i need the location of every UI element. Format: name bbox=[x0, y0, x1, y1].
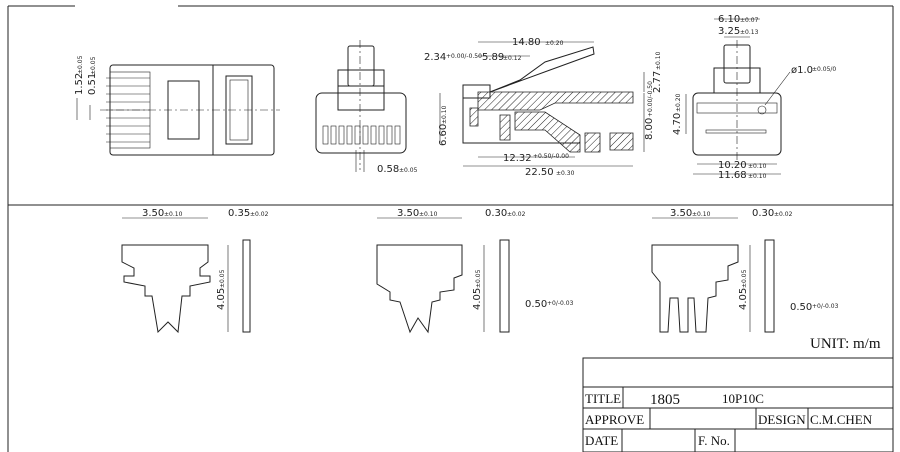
title-value: 1805 bbox=[650, 392, 680, 408]
contact-1-width: 3.50 bbox=[142, 208, 164, 219]
title-block: TITLE 1805 10P10C APPROVE DESIGN C.M.CHE… bbox=[582, 357, 894, 452]
contact-3-thick-tol: ±0.02 bbox=[774, 211, 793, 218]
dim-latch-inner-tol: ±0.13 bbox=[740, 29, 759, 36]
dim-height: 6.60 bbox=[438, 124, 449, 146]
contact-3-tip-tol: +0/-0.03 bbox=[812, 303, 839, 310]
contact-3-height-tol: ±0.05 bbox=[741, 269, 748, 288]
dim-hole-tol: ±0.05/0 bbox=[812, 66, 836, 73]
approve-label: APPROVE bbox=[585, 412, 644, 427]
contact-3-thick: 0.30 bbox=[752, 208, 774, 219]
design-label: DESIGN bbox=[758, 412, 806, 427]
dim-inner-w-tol: ±0.10 bbox=[748, 163, 767, 170]
dim-blade-tol: ±0.05 bbox=[90, 56, 97, 75]
dim-inner-tol: +0.50/-0.00 bbox=[533, 153, 569, 160]
dim-length-latch-tol: ±0.20 bbox=[545, 40, 564, 47]
dim-height-tol: ±0.10 bbox=[441, 105, 448, 124]
design-value: C.M.CHEN bbox=[810, 412, 873, 427]
rear-view: 6.10 ±0.07 3.25 ±0.13 ø1.0 ±0.05/0 4.70 … bbox=[672, 14, 836, 181]
unit-label: UNIT: m/m bbox=[810, 336, 881, 352]
dim-total-height-tol: +0.00/-0.50 bbox=[647, 81, 654, 117]
front-view: 1.52 ±0.05 0.51 ±0.05 bbox=[74, 55, 280, 156]
contact-1: 3.50 ±0.10 0.35 ±0.02 4.05 ±0.05 bbox=[121, 208, 269, 334]
dim-latch-inner: 3.25 bbox=[718, 26, 740, 37]
dim-total-tol: ±0.30 bbox=[556, 170, 575, 177]
dim-gap: 0.58 bbox=[377, 164, 399, 175]
contact-3-width: 3.50 bbox=[670, 208, 692, 219]
contact-1-thick-tol: ±0.02 bbox=[250, 211, 269, 218]
dim-h-tol: ±0.20 bbox=[675, 93, 682, 112]
dim-gap-tol: ±0.05 bbox=[399, 167, 418, 174]
dim-latch-w-tol: ±0.07 bbox=[740, 17, 759, 24]
contact-2-tip-tol: +0/-0.03 bbox=[547, 300, 574, 307]
dim-latch-height: 2.77 bbox=[652, 71, 663, 93]
contact-1-thick: 0.35 bbox=[228, 208, 250, 219]
contact-3-height: 4.05 bbox=[738, 288, 749, 310]
dim-outer-w: 11.68 bbox=[718, 170, 747, 181]
contact-2-thick: 0.30 bbox=[485, 208, 507, 219]
dim-pitch: 1.52 bbox=[74, 73, 85, 95]
dim-hole: ø1.0 bbox=[791, 65, 813, 76]
contact-2-height-tol: ±0.05 bbox=[475, 269, 482, 288]
date-label: DATE bbox=[585, 433, 618, 448]
contact-2-height: 4.05 bbox=[472, 288, 483, 310]
dim-inner: 12.32 bbox=[503, 153, 532, 164]
dim-latch: 2.34 bbox=[424, 52, 446, 63]
dim-inner-w: 10.20 bbox=[718, 160, 747, 171]
contact-1-height-tol: ±0.05 bbox=[219, 269, 226, 288]
side-view: 2.34 +0.00/-0.50 14.80 ±0.20 5.89 ±0.12 … bbox=[424, 37, 663, 178]
dim-latch-w: 6.10 bbox=[718, 14, 740, 25]
dim-latch-tol: +0.00/-0.50 bbox=[446, 53, 482, 60]
dim-h: 4.70 bbox=[672, 113, 683, 135]
dim-total: 22.50 bbox=[525, 167, 554, 178]
contact-2-thick-tol: ±0.02 bbox=[507, 211, 526, 218]
contact-3-tip: 0.50 bbox=[790, 302, 812, 313]
end-view: 0.58 ±0.05 bbox=[315, 40, 418, 175]
contact-2: 3.50 ±0.10 0.30 ±0.02 4.05 ±0.05 0.50 +0… bbox=[376, 208, 574, 334]
dim-total-height: 8.00 bbox=[644, 118, 655, 140]
contact-1-width-tol: ±0.10 bbox=[164, 211, 183, 218]
dim-outer-w-tol: ±0.10 bbox=[748, 173, 767, 180]
dim-length-latch: 14.80 bbox=[512, 37, 541, 48]
contact-2-width-tol: ±0.10 bbox=[419, 211, 438, 218]
dim-latch-start-tol: ±0.12 bbox=[503, 55, 522, 62]
dim-latch-height-tol: ±0.10 bbox=[655, 51, 662, 70]
dim-latch-start: 5.89 bbox=[482, 52, 504, 63]
contact-2-tip: 0.50 bbox=[525, 299, 547, 310]
contact-2-width: 3.50 bbox=[397, 208, 419, 219]
dim-blade: 0.51 bbox=[87, 73, 98, 95]
contact-3-width-tol: ±0.10 bbox=[692, 211, 711, 218]
title-part: 10P10C bbox=[722, 391, 764, 406]
contact-3: 3.50 ±0.10 0.30 ±0.02 4.05 ±0.05 0.50 +0… bbox=[651, 208, 839, 333]
contact-1-height: 4.05 bbox=[216, 288, 227, 310]
title-label: TITLE bbox=[585, 391, 621, 406]
dim-pitch-tol: ±0.05 bbox=[77, 55, 84, 74]
fno-label: F. No. bbox=[698, 433, 730, 448]
